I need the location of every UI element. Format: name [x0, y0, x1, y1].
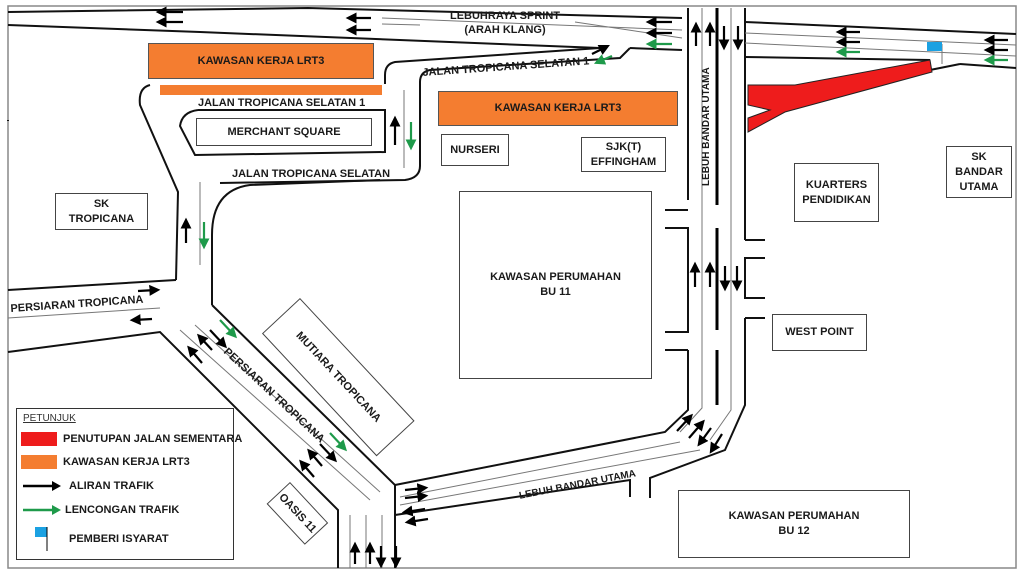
nurseri: NURSERI: [441, 134, 509, 166]
sprint-edge-bottom-2: [629, 47, 683, 51]
jts-inner-curve: [211, 179, 381, 305]
flow-arrow: [319, 443, 338, 463]
persiaran-west-bottom: [7, 330, 339, 568]
lane-line: [381, 23, 421, 26]
kuarters-pendidikan: KUARTERS PENDIDIKAN: [794, 163, 879, 222]
sprint-east-top: [744, 21, 1017, 35]
left-loop-outer: [138, 84, 180, 281]
lane-line: [709, 8, 732, 441]
sprint-east-bottom-2: [959, 63, 1017, 69]
lrt-work-zone-1: KAWASAN KERJA LRT3: [148, 43, 374, 79]
diversion-arrow: [329, 432, 348, 452]
lrt-work-zone-2: KAWASAN KERJA LRT3: [438, 91, 678, 126]
flow-arrow: [709, 433, 723, 454]
diversion-arrow: [593, 54, 613, 65]
black-arrow-icon: [23, 481, 61, 491]
road-name: LEBUHRAYA SPRINT: [449, 10, 561, 22]
lane-line: [744, 32, 1017, 46]
green-arrow-icon: [23, 505, 61, 515]
sprint-east-bottom: [744, 56, 931, 61]
lane-lines: [7, 8, 1017, 568]
legend-label: PEMBERI ISYARAT: [69, 533, 169, 545]
lane-line: [179, 329, 371, 501]
lane-line: [679, 8, 703, 433]
sk-block-edge: [7, 279, 177, 291]
stub-5: [744, 257, 765, 299]
legend: PETUNJUK PENUTUPAN JALAN SEMENTARA KAWAS…: [16, 408, 242, 560]
west-point: WEST POINT: [772, 314, 867, 351]
flow-arrow: [676, 413, 693, 432]
sjkt-effingham: SJK(T) EFFINGHAM: [581, 137, 666, 172]
road-closure-area: [747, 59, 933, 133]
traffic-arrows: [129, 6, 1008, 569]
jts1-edge-inner: [219, 47, 631, 184]
lane-line: [399, 441, 681, 498]
jts1-edge-outer: [384, 47, 601, 84]
road-label-lebuh-bandar-utama-vertical: LEBUH BANDAR UTAMA: [701, 67, 712, 186]
flow-arrow: [688, 419, 705, 439]
road-label-lebuhraya-sprint: LEBUHRAYA SPRINT (ARAH KLANG): [440, 9, 570, 37]
lane-line: [381, 17, 683, 31]
legend-item-flag: PEMBERI ISYARAT: [21, 525, 169, 553]
legend-title: PETUNJUK: [23, 413, 76, 424]
legend-label: ALIRAN TRAFIK: [69, 480, 154, 492]
perumahan-bu11: KAWASAN PERUMAHAN BU 11: [459, 191, 652, 379]
lane-line: [574, 21, 683, 39]
blue-flag-icon: [35, 527, 48, 551]
legend-label: PENUTUPAN JALAN SEMENTARA: [63, 433, 243, 445]
flow-arrow: [404, 483, 429, 495]
flow-arrow: [299, 459, 315, 478]
lbu-right-edge-3: [649, 318, 746, 498]
merchant-loop: [178, 109, 386, 157]
flow-arrow: [197, 333, 213, 351]
flow-arrow: [404, 515, 429, 527]
lane-line: [7, 307, 161, 319]
road-direction: (ARAH KLANG): [464, 24, 546, 36]
sprint-edge-top: [7, 6, 683, 19]
legend-label: LENCONGAN TRAFIK: [65, 504, 180, 516]
flow-arrow: [137, 284, 161, 296]
lbu-lower-bottom: [394, 478, 631, 516]
sprint-edge-bottom: [7, 24, 601, 49]
sk-tropicana: SK TROPICANA: [55, 193, 148, 230]
road-edges: [7, 6, 1017, 568]
lane-line: [399, 449, 701, 506]
legend-label: KAWASAN KERJA LRT3: [63, 456, 190, 468]
lrt-strip: [160, 85, 382, 95]
map-frame: [7, 5, 1017, 569]
flow-arrow: [187, 345, 203, 364]
flow-arrow: [129, 314, 153, 326]
lane-line: [744, 42, 1017, 57]
stub-2: [665, 227, 689, 333]
flow-arrow: [404, 491, 429, 503]
diversion-arrow: [219, 319, 238, 339]
flow-arrow: [209, 329, 228, 349]
legend-item-diversion: LENCONGAN TRAFIK: [21, 501, 179, 519]
road-label-jts: JALAN TROPICANA SELATAN: [232, 168, 391, 180]
sk-bandar-utama: SK BANDAR UTAMA: [946, 146, 1012, 198]
merchant-square: MERCHANT SQUARE: [196, 118, 372, 146]
closure-swatch-icon: [21, 432, 57, 446]
flow-arrow: [591, 45, 610, 55]
lrt-swatch-icon: [21, 455, 57, 469]
legend-item-flow: ALIRAN TRAFIK: [21, 477, 154, 495]
legend-item-lrt: KAWASAN KERJA LRT3: [21, 453, 190, 471]
flow-arrow: [697, 427, 712, 447]
perumahan-bu12: KAWASAN PERUMAHAN BU 12: [678, 490, 910, 558]
lane-line: [194, 324, 381, 493]
lbu-left-edge-3: [394, 350, 689, 486]
flow-arrow: [307, 448, 323, 467]
flow-arrow: [401, 505, 426, 517]
road-label-jts1: JALAN TROPICANA SELATAN 1: [198, 97, 366, 109]
sprint-east-ramp: [929, 63, 961, 71]
signal-flag-icon: [927, 42, 943, 64]
legend-item-closure: PENUTUPAN JALAN SEMENTARA: [21, 430, 242, 448]
